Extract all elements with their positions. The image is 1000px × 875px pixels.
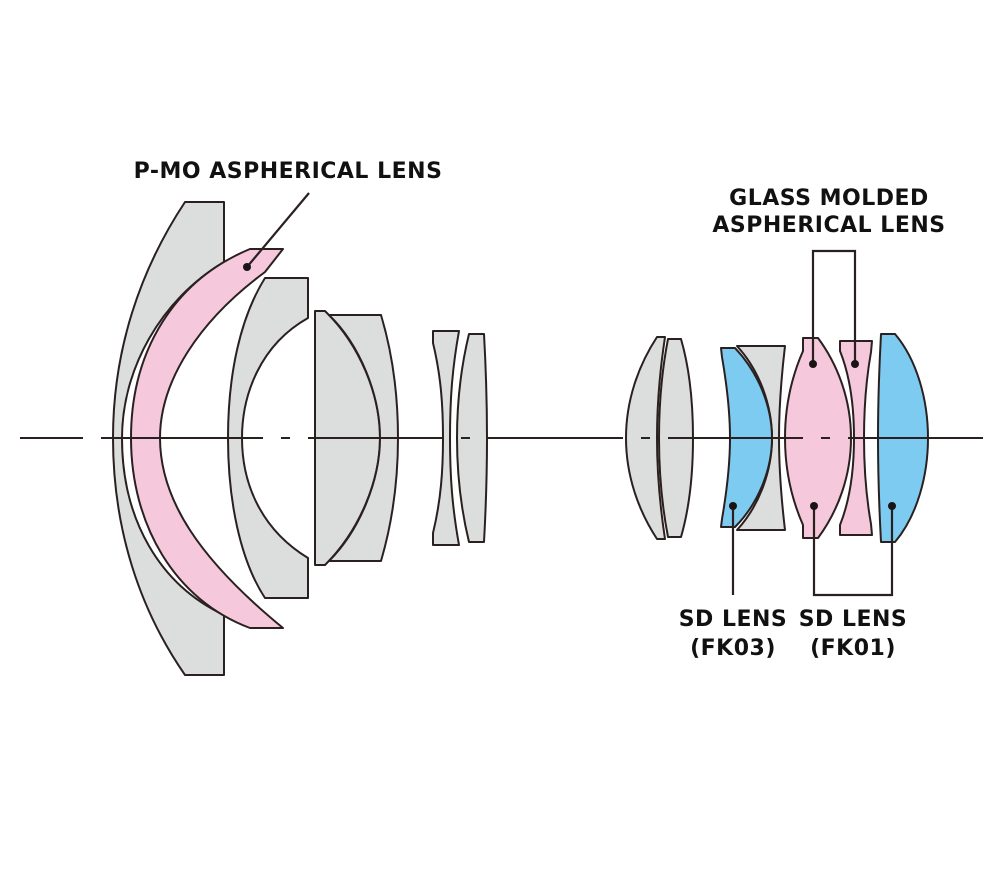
leader-pmo-aspherical [243,192,310,271]
label-sd-fk01-line2: (FK01) [810,636,896,661]
leader-dot [243,263,251,271]
lens-element-1 [112,201,225,676]
leader-dot [810,502,818,510]
label-pmo-aspherical: P-MO ASPHERICAL LENS [134,159,443,184]
leader-sd-fk03 [729,502,737,595]
label-glass-molded-line2: ASPHERICAL LENS [712,213,945,238]
lens-element-5 [328,314,399,562]
leader-dot [888,502,896,510]
lens-element-7 [456,333,488,543]
lens-element-3 [227,277,309,599]
leader-sd-fk01 [810,502,896,597]
leader-dot [809,360,817,368]
label-sd-fk03-line1: SD LENS [679,607,788,632]
label-sd-fk03-line2: (FK03) [690,636,776,661]
lens-element-2-pmo-aspherical [130,248,284,629]
lens-element-12-glass-molded-aspherical [784,337,852,539]
leader-glass-molded-aspherical [809,249,859,368]
lens-element-6 [432,330,460,546]
label-glass-molded-line1: GLASS MOLDED [729,186,929,211]
leader-dot [851,360,859,368]
leader-dot [729,502,737,510]
label-sd-fk01-line1: SD LENS [799,607,908,632]
